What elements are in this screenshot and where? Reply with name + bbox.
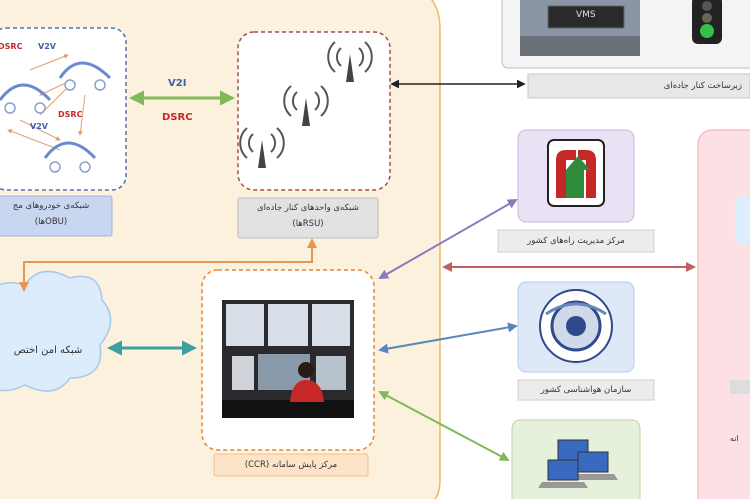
vehicle-network-subtitle: (OBUها) [34, 217, 68, 227]
dsrc-mid-label: DSRC [58, 110, 83, 119]
meteorology-logo-icon [539, 289, 613, 363]
road-management-logo-icon [547, 139, 605, 207]
antenna-icon [283, 85, 329, 126]
operator-figure [290, 362, 324, 402]
rsu-network-title: شبکه‌ی واحدهای کنار جاده‌ای [256, 203, 359, 213]
ccr-rsu-orange-arrow [19, 238, 317, 292]
laptop-icon [538, 459, 588, 488]
rsu-network-subtitle: (RSUها) [292, 219, 324, 229]
ccr-road-management-arrow [378, 199, 518, 279]
right-panel-item [730, 380, 750, 394]
v2i-label: V2I [168, 78, 187, 89]
control-screen [232, 356, 254, 390]
ccr-meteorology-arrow [378, 322, 518, 354]
meteorology-caption [517, 379, 655, 401]
roadside-infra-caption [527, 73, 750, 99]
control-center-caption [213, 453, 369, 477]
road-management-title: مرکز مدیریت راه‌های کشور [527, 236, 625, 246]
dsrc-link-label: DSRC [162, 112, 193, 123]
meteorology-title: سازمان هواشناسی کشور [540, 385, 632, 395]
right-pink-panel [697, 129, 750, 499]
traffic-light-icon [692, 0, 722, 44]
vehicle-network-box [0, 27, 127, 191]
vms-label: VMS [576, 10, 596, 20]
vms-sign [547, 5, 625, 29]
right-panel-shape [735, 195, 750, 245]
road-surface [520, 36, 640, 56]
roadside-infra-title: زیرساخت کنار جاده‌ای [663, 81, 742, 91]
control-screen [268, 304, 308, 346]
control-desk [222, 400, 354, 418]
car-icon [43, 141, 97, 173]
antenna-icon [239, 127, 285, 168]
dsrc-top-label: DSRC [0, 42, 23, 51]
control-screen [316, 356, 346, 390]
control-screen [226, 304, 264, 346]
antenna-icon [327, 41, 373, 82]
control-center-title: مرکز پایش سامانه (CCR) [244, 460, 338, 470]
v2v-mid-label: V2V [30, 122, 48, 131]
secure-network-title: شبکه امن اختص [13, 345, 83, 356]
ccr-laptops-arrow [378, 391, 510, 461]
control-screen [312, 304, 350, 346]
car-icon [58, 61, 112, 91]
vehicle-network-caption [0, 195, 113, 237]
car-icon [0, 83, 52, 114]
v2v-top-label: V2V [38, 42, 56, 51]
vehicle-network-title: شبکه‌ی خودروهای مج [12, 201, 90, 211]
right-panel-partial-label: انه [730, 434, 739, 443]
